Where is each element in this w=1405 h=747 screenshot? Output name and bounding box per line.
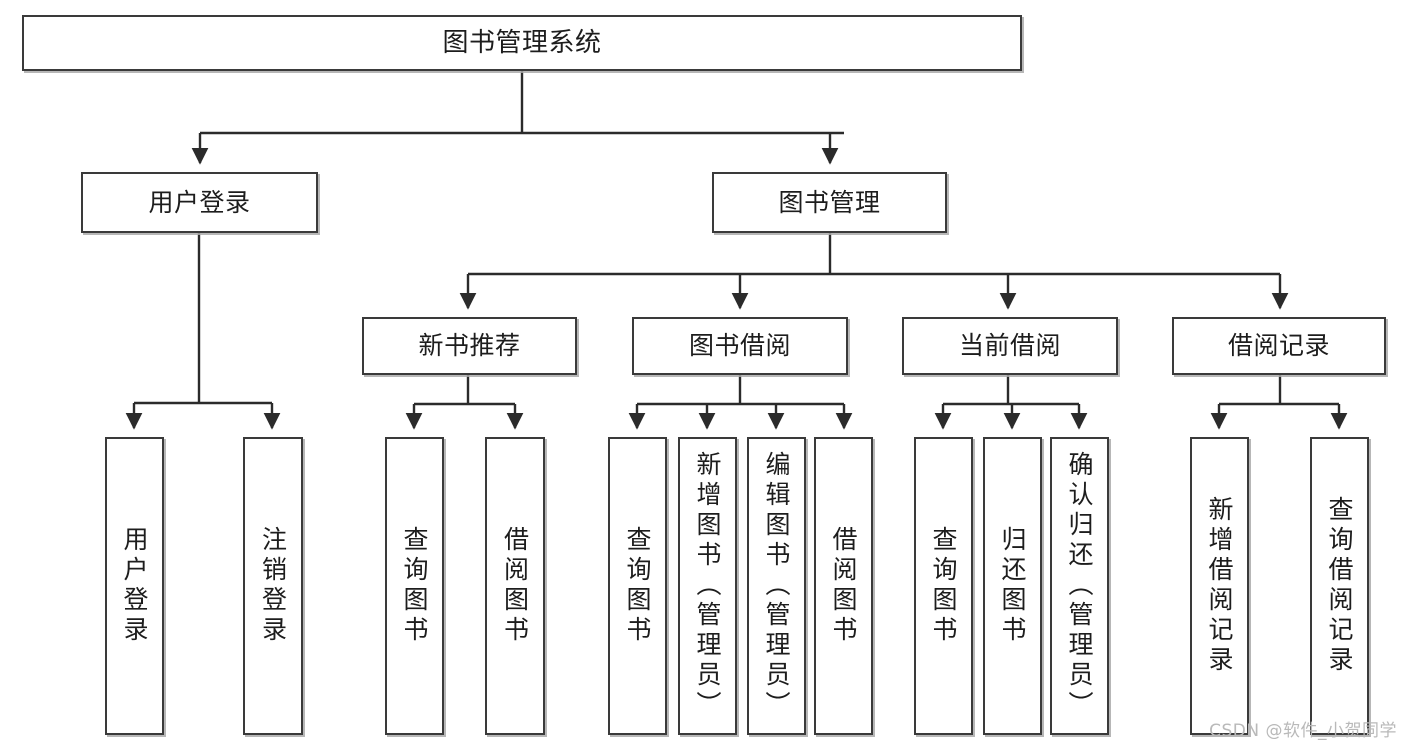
node-leaf-return-book-label: 归还图书 — [998, 526, 1027, 646]
node-leaf-query-book-2[interactable]: 查询图书 — [608, 437, 667, 735]
node-book-manage-label: 图书管理 — [778, 187, 881, 217]
node-leaf-query-book-2-label: 查询图书 — [623, 526, 652, 646]
node-leaf-add-book-label: 新增图书（管理员） — [693, 451, 722, 721]
node-user-login-label: 用户登录 — [148, 187, 251, 217]
node-leaf-add-record[interactable]: 新增借阅记录 — [1190, 437, 1249, 735]
node-leaf-borrow-book-2-label: 借阅图书 — [829, 526, 858, 646]
node-leaf-user-login[interactable]: 用户登录 — [105, 437, 164, 735]
node-leaf-user-logout-label: 注销登录 — [258, 526, 288, 646]
node-root-label: 图书管理系统 — [442, 27, 602, 58]
node-borrow-record[interactable]: 借阅记录 — [1172, 317, 1386, 375]
node-leaf-user-login-label: 用户登录 — [120, 526, 149, 646]
node-new-book-recommend[interactable]: 新书推荐 — [362, 317, 577, 375]
node-leaf-borrow-book-2[interactable]: 借阅图书 — [814, 437, 873, 735]
node-user-login[interactable]: 用户登录 — [81, 172, 318, 233]
node-book-borrow[interactable]: 图书借阅 — [632, 317, 848, 375]
node-leaf-query-record-label: 查询借阅记录 — [1325, 496, 1354, 676]
node-leaf-query-record[interactable]: 查询借阅记录 — [1310, 437, 1369, 735]
node-leaf-confirm-return[interactable]: 确认归还（管理员） — [1050, 437, 1109, 735]
node-leaf-borrow-book-1-label: 借阅图书 — [500, 526, 530, 646]
node-leaf-return-book[interactable]: 归还图书 — [983, 437, 1042, 735]
node-leaf-add-record-label: 新增借阅记录 — [1205, 496, 1234, 676]
node-current-borrow[interactable]: 当前借阅 — [902, 317, 1118, 375]
node-root[interactable]: 图书管理系统 — [22, 15, 1022, 71]
node-leaf-confirm-return-label: 确认归还（管理员） — [1065, 451, 1094, 721]
node-leaf-query-book-3-label: 查询图书 — [929, 526, 958, 646]
node-leaf-edit-book-label: 编辑图书（管理员） — [762, 451, 791, 721]
node-leaf-borrow-book-1[interactable]: 借阅图书 — [485, 437, 545, 735]
watermark: CSDN @软件_小贺同学 — [1209, 721, 1397, 741]
node-leaf-query-book-1-label: 查询图书 — [400, 526, 429, 646]
node-leaf-query-book-1[interactable]: 查询图书 — [385, 437, 444, 735]
node-current-borrow-label: 当前借阅 — [958, 331, 1061, 361]
node-new-book-recommend-label: 新书推荐 — [418, 331, 521, 361]
node-borrow-record-label: 借阅记录 — [1227, 331, 1330, 361]
node-book-manage[interactable]: 图书管理 — [712, 172, 947, 233]
node-leaf-query-book-3[interactable]: 查询图书 — [914, 437, 973, 735]
node-book-borrow-label: 图书借阅 — [688, 331, 791, 361]
node-leaf-add-book[interactable]: 新增图书（管理员） — [678, 437, 737, 735]
node-leaf-user-logout[interactable]: 注销登录 — [243, 437, 303, 735]
node-leaf-edit-book[interactable]: 编辑图书（管理员） — [747, 437, 806, 735]
